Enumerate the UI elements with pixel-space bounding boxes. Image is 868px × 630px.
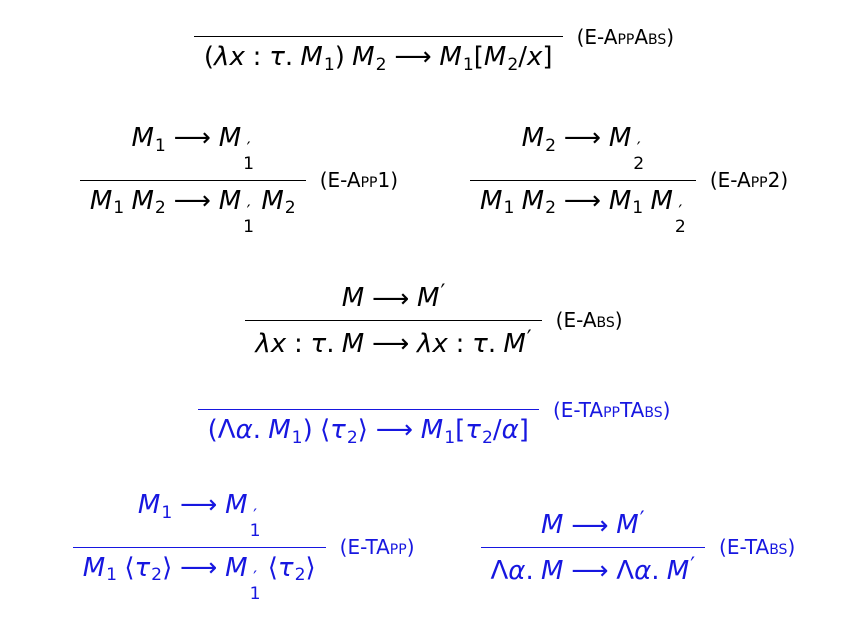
rule-label: (E-App1) [319, 167, 398, 192]
inference-fraction: M⟶M′ λx:τ.M⟶λx:τ.M′ [245, 280, 542, 359]
rule-conclusion: λx:τ.M⟶λx:τ.M′ [255, 325, 532, 359]
rule-e-tapptabs: (Λα.M1)⟨τ2⟩⟶M1[τ2/α] (E-TAppTAbs) [197, 398, 670, 448]
rule-label: (E-App2) [709, 167, 789, 192]
rule-premise: M1⟶M′1 [137, 489, 261, 542]
rule-row-1: (λx:τ.M1)M2⟶M1[M2/x] (E-AppAbs) [0, 25, 868, 75]
rule-premise: M2⟶M′2 [521, 122, 645, 175]
inference-bar [480, 546, 706, 548]
rule-label: (E-TAppTAbs) [552, 397, 671, 422]
rule-conclusion: (Λα.M1)⟨τ2⟩⟶M1[τ2/α] [207, 414, 529, 448]
rule-conclusion: M1⟨τ2⟩⟶M′1⟨τ2⟩ [82, 552, 316, 605]
rule-label: (E-TAbs) [719, 534, 796, 559]
rule-e-tabs: M⟶M′ Λα.M⟶Λα.M′ (E-TAbs) [480, 507, 796, 586]
inference-bar [72, 546, 326, 548]
inference-bar [245, 319, 542, 321]
rule-premise: M⟶M′ [341, 280, 446, 314]
rule-label: (E-TApp) [339, 534, 415, 559]
rule-row-5: M1⟶M′1 M1⟨τ2⟩⟶M′1⟨τ2⟩ (E-TApp) M⟶M′ Λα.M… [0, 490, 868, 604]
rule-conclusion: (λx:τ.M1)M2⟶M1[M2/x] [203, 42, 553, 75]
rule-e-abs: M⟶M′ λx:τ.M⟶λx:τ.M′ (E-Abs) [245, 280, 623, 359]
inference-fraction: (Λα.M1)⟨τ2⟩⟶M1[τ2/α] [197, 408, 539, 448]
rule-premise: M1⟶M′1 [131, 122, 255, 175]
inference-fraction: M1⟶M′1 M1⟨τ2⟩⟶M′1⟨τ2⟩ [72, 489, 326, 605]
rule-e-tapp: M1⟶M′1 M1⟨τ2⟩⟶M′1⟨τ2⟩ (E-TApp) [72, 489, 415, 605]
inference-fraction: (λx:τ.M1)M2⟶M1[M2/x] [193, 36, 563, 75]
rule-label: (E-AppAbs) [576, 24, 675, 49]
rule-row-3: M⟶M′ λx:τ.M⟶λx:τ.M′ (E-Abs) [0, 280, 868, 359]
rule-premise: M⟶M′ [540, 507, 645, 541]
inference-bar [470, 179, 696, 181]
inference-fraction: M⟶M′ Λα.M⟶Λα.M′ [480, 507, 706, 586]
inference-bar [197, 408, 539, 410]
rule-row-4: (Λα.M1)⟨τ2⟩⟶M1[τ2/α] (E-TAppTAbs) [0, 398, 868, 448]
rule-e-appabs: (λx:τ.M1)M2⟶M1[M2/x] (E-AppAbs) [193, 25, 674, 75]
inference-bar [193, 36, 563, 37]
rule-conclusion: Λα.M⟶Λα.M′ [490, 552, 696, 586]
rule-label: (E-Abs) [555, 307, 623, 332]
inference-bar [79, 179, 306, 181]
